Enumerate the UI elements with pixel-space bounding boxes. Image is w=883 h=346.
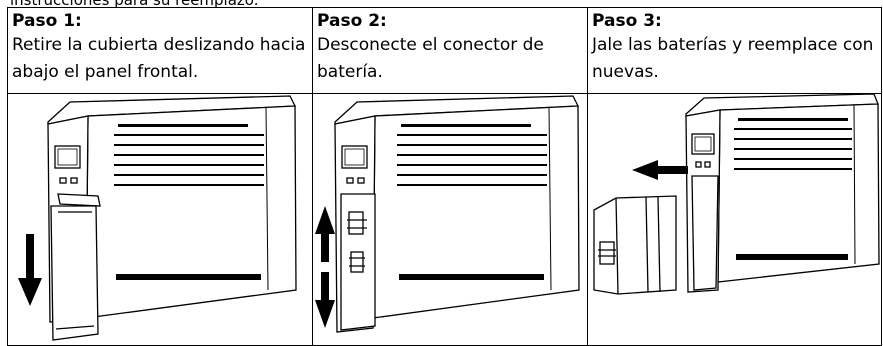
steps-illustration-row <box>7 93 882 346</box>
intro-text-fragment: instrucciones para su reemplazo. <box>10 0 259 9</box>
step-3-cell: Paso 3: Jale las baterías y reemplace co… <box>587 7 882 94</box>
ups-battery-connector-drawing <box>315 95 580 333</box>
vent-pattern <box>114 124 264 280</box>
step-3-illustration <box>587 93 882 346</box>
ups-battery-removal-drawing <box>593 94 880 295</box>
step-2-title: Paso 2: <box>317 11 387 31</box>
step-3-title: Paso 3: <box>592 11 662 31</box>
arrow-down-icon <box>18 234 42 306</box>
arrow-left-icon <box>632 160 688 180</box>
step-1-illustration <box>7 93 313 346</box>
arrow-up-down-icon <box>315 206 335 328</box>
ups-cover-removal-drawing <box>18 95 297 341</box>
steps-text-row: Paso 1: Retire la cubierta deslizando ha… <box>7 7 882 94</box>
step-2-text: Desconecte el conector de batería. <box>317 35 544 82</box>
step-2-cell: Paso 2: Desconecte el conector de baterí… <box>312 7 588 94</box>
step-3-text: Jale las baterías y reemplace con nuevas… <box>592 35 874 82</box>
replacement-steps-table: Paso 1: Retire la cubierta deslizando ha… <box>7 7 882 346</box>
step-1-cell: Paso 1: Retire la cubierta deslizando ha… <box>7 7 313 94</box>
step-2-illustration <box>312 93 588 346</box>
step-1-text: Retire la cubierta deslizando hacia abaj… <box>12 35 306 82</box>
step-1-title: Paso 1: <box>12 11 82 31</box>
